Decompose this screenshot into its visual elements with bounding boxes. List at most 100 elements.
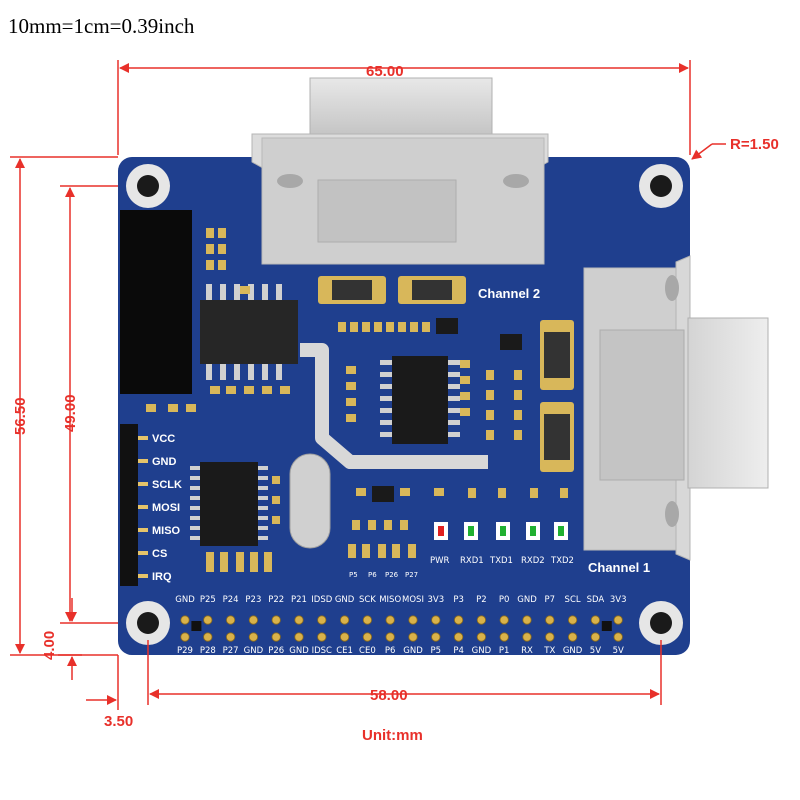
spi-pin-label: SCLK bbox=[152, 479, 182, 491]
gpio-pin bbox=[522, 632, 532, 642]
spi-uart-chip bbox=[190, 462, 268, 546]
gpio-pin bbox=[613, 632, 623, 642]
gpio-top-pin-label: P2 bbox=[476, 595, 487, 605]
gpio-pin bbox=[226, 632, 236, 642]
hole-spacing-vertical-dimension: 49.00 bbox=[62, 394, 79, 432]
gpio-top-pin-label: P3 bbox=[453, 595, 464, 605]
gpio-bottom-pin-label: TX bbox=[543, 646, 555, 656]
gpio-pin bbox=[522, 615, 532, 625]
gpio-top-pin-label: P24 bbox=[223, 595, 239, 605]
gpio-pin bbox=[385, 615, 395, 625]
pin1-marker bbox=[191, 621, 202, 631]
hole-offset-y-dimension: 4.00 bbox=[41, 631, 58, 660]
left-ic-chip bbox=[200, 284, 298, 380]
center-ic-chip bbox=[380, 356, 460, 444]
gpio-pin bbox=[248, 615, 258, 625]
gpio-top-pin-label: 3V3 bbox=[610, 595, 627, 605]
gpio-pin bbox=[362, 632, 372, 642]
mounting-holes bbox=[126, 164, 683, 645]
gpio-bottom-pin-label: 5V bbox=[613, 646, 624, 656]
gpio-pin bbox=[476, 632, 486, 642]
gpio-pin bbox=[385, 632, 395, 642]
gpio-bottom-pin-label: CE1 bbox=[336, 646, 353, 656]
gpio-bottom-pin-label: P6 bbox=[385, 646, 396, 656]
gpio-pin bbox=[499, 615, 509, 625]
gpio-top-pin-label: P0 bbox=[499, 595, 510, 605]
db9-connector-top bbox=[251, 77, 549, 265]
gpio-pin bbox=[271, 615, 281, 625]
gpio-pin bbox=[567, 615, 578, 625]
led-label: RXD1 bbox=[460, 556, 484, 566]
hole-spacing-horizontal-dimension: 58.00 bbox=[370, 687, 408, 704]
spi-pin-label: VCC bbox=[152, 433, 175, 445]
hole-offset-x-dimension: 3.50 bbox=[104, 713, 133, 730]
gpio-pin bbox=[339, 632, 350, 642]
gpio-top-pin-label: MOSI bbox=[402, 595, 424, 605]
gpio-bottom-pin-label: P28 bbox=[200, 646, 216, 656]
gpio-pin bbox=[476, 615, 486, 625]
led-label: RXD2 bbox=[521, 556, 545, 566]
gpio-bottom-pin-label: GND bbox=[244, 646, 264, 656]
height-dimension: 56.50 bbox=[12, 397, 29, 435]
gpio-bottom-pin-label: GND bbox=[403, 646, 423, 656]
gpio-pin bbox=[339, 615, 350, 625]
transistor bbox=[436, 318, 458, 334]
gpio-top-pin-label: SDA bbox=[587, 595, 605, 605]
gpio-pin bbox=[180, 632, 190, 642]
pad-label: P26 bbox=[385, 571, 399, 579]
spi-pin-label: MOSI bbox=[152, 502, 180, 514]
gpio-bottom-pin-label: P29 bbox=[177, 646, 193, 656]
gpio-top-pin-label: GND bbox=[517, 595, 537, 605]
led-label: PWR bbox=[430, 556, 450, 566]
dimension-lines bbox=[10, 60, 726, 710]
gpio-bottom-pin-label: GND bbox=[563, 646, 583, 656]
gpio-pin bbox=[453, 632, 464, 642]
smd-components bbox=[146, 228, 568, 572]
gpio-bottom-pin-label: CE0 bbox=[359, 646, 376, 656]
gpio-pin bbox=[613, 615, 623, 625]
gpio-top-pin-label: GND bbox=[335, 595, 355, 605]
gpio-bottom-pin-label: P5 bbox=[431, 646, 442, 656]
gpio-top-pin-label: P25 bbox=[200, 595, 216, 605]
protection-caps bbox=[540, 320, 574, 472]
gpio-top-pin-label: P22 bbox=[268, 595, 284, 605]
gpio-pin bbox=[248, 632, 258, 642]
transistor bbox=[372, 486, 394, 502]
spi-pin-label: IRQ bbox=[152, 571, 172, 583]
db9-connector-right bbox=[583, 255, 769, 561]
unit-label: Unit:mm bbox=[362, 727, 423, 744]
gpio-pin bbox=[317, 615, 327, 625]
gpio-bottom-pin-label: 5V bbox=[590, 646, 601, 656]
gpio-top-pin-label: MISO bbox=[379, 595, 401, 605]
gpio-bottom-pin-label: P26 bbox=[268, 646, 284, 656]
gpio-pin bbox=[294, 615, 304, 625]
gpio-pin bbox=[431, 632, 441, 642]
pad-label: P5 bbox=[349, 571, 358, 579]
gpio-pin bbox=[590, 632, 601, 642]
gpio-bottom-pin-label: P27 bbox=[223, 646, 239, 656]
gpio-top-pin-label: GND bbox=[175, 595, 195, 605]
gpio-pin bbox=[203, 632, 213, 642]
spi-pin-label: CS bbox=[152, 548, 167, 560]
pin1-marker bbox=[601, 621, 612, 631]
gpio-top-pin-label: SCK bbox=[359, 595, 376, 605]
isolation-trace bbox=[300, 343, 488, 469]
status-leds bbox=[434, 522, 568, 540]
black-connector-left bbox=[120, 210, 192, 394]
gpio-pin bbox=[362, 615, 372, 625]
gpio-pin bbox=[431, 615, 441, 625]
transistor bbox=[500, 334, 522, 350]
led-label: TXD2 bbox=[550, 556, 574, 566]
spi-pin-label: GND bbox=[152, 456, 177, 468]
spi-pin-labels: VCC GND SCLK MOSI MISO CS IRQ bbox=[152, 433, 182, 583]
channel2-diodes bbox=[318, 276, 466, 304]
unit-conversion-note: 10mm=1cm=0.39inch bbox=[8, 14, 195, 38]
led-label: TXD1 bbox=[489, 556, 513, 566]
gpio-pin bbox=[203, 615, 213, 625]
gpio-pin bbox=[567, 632, 578, 642]
spi-pin-label: MISO bbox=[152, 525, 181, 537]
pad-label: P6 bbox=[368, 571, 377, 579]
crystal-oscillator bbox=[289, 453, 331, 549]
